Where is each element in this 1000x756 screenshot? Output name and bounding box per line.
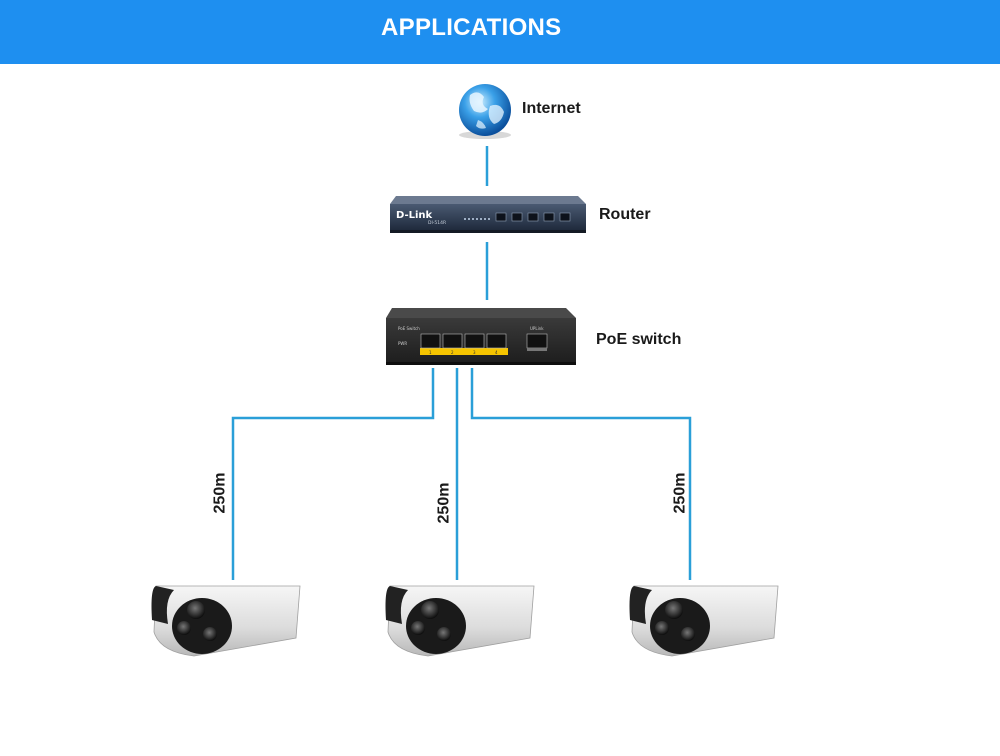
switch-pwr-label: PWR <box>398 341 407 346</box>
distance-label-center: 250m <box>435 482 453 524</box>
page-title: APPLICATIONS <box>381 14 562 41</box>
internet-label: Internet <box>522 100 581 117</box>
distance-label-left: 250m <box>211 472 229 514</box>
switch-port-number: 3 <box>473 350 476 355</box>
router-label: Router <box>599 206 651 223</box>
poe-switch-device: PoE Switch PWR 1 2 3 4 UPLink <box>386 308 576 365</box>
camera-right <box>629 585 779 657</box>
cable-switch-camera-left <box>231 368 435 580</box>
switch-port-number: 4 <box>495 350 498 355</box>
router-device: D-Link DI-514R <box>390 196 586 233</box>
cables <box>231 146 692 580</box>
camera-center <box>385 585 535 657</box>
switch-port-number: 1 <box>429 350 432 355</box>
cable-switch-camera-right <box>470 368 692 580</box>
switch-port-number: 2 <box>451 350 454 355</box>
switch-uplink-label: UPLink <box>530 326 544 331</box>
router-model: DI-514R <box>428 220 446 226</box>
distance-label-right: 250m <box>671 472 689 514</box>
camera-left <box>151 585 301 657</box>
poe-switch-label: PoE switch <box>596 331 682 348</box>
switch-panel-label: PoE Switch <box>398 326 420 331</box>
header-bar: APPLICATIONS <box>0 0 1000 64</box>
globe-icon <box>459 84 511 139</box>
router-brand: D-Link <box>396 210 433 221</box>
